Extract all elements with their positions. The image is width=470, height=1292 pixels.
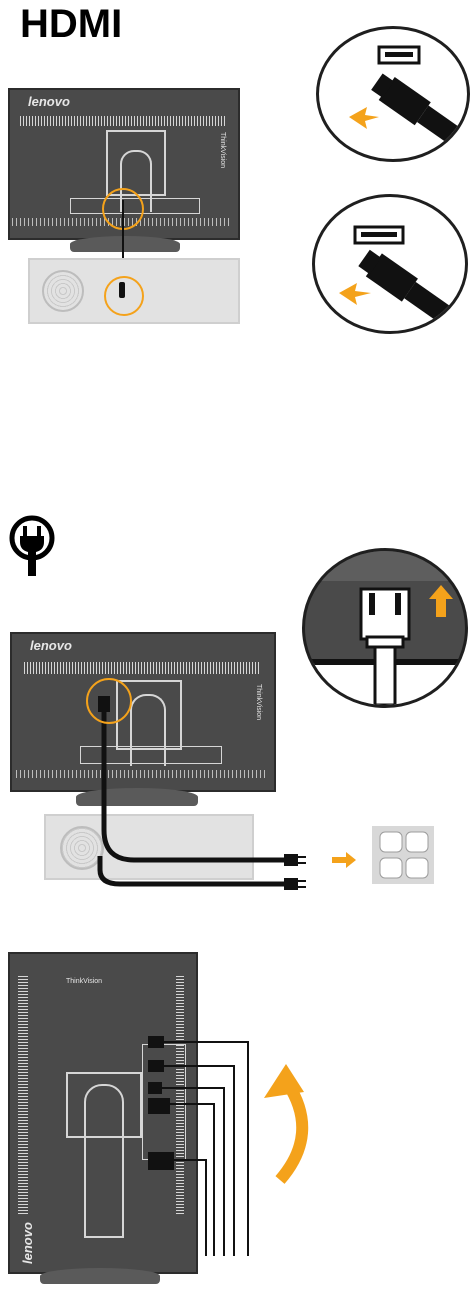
fan-grille-icon	[42, 270, 84, 312]
insert-arrow-icon	[339, 283, 371, 305]
port-panel	[80, 746, 222, 764]
vent-grille	[20, 116, 226, 126]
hdmi-title: HDMI	[20, 2, 123, 46]
fan-grille-icon	[60, 826, 104, 870]
hdmi-cable	[122, 200, 124, 284]
power-zoom	[302, 548, 468, 708]
arrow-right-icon	[332, 852, 356, 873]
power-plug-icon	[8, 514, 56, 583]
stand-neck	[120, 150, 152, 212]
vent-grille	[24, 662, 260, 674]
monitor-logo: lenovo	[30, 638, 72, 653]
vent-grille	[18, 974, 28, 1214]
wall-outlet-icon	[372, 826, 434, 884]
arrow-up-icon	[429, 585, 453, 617]
power-connector-zoom	[305, 551, 465, 705]
insert-arrow-icon	[349, 107, 379, 129]
stand-base-hdmi	[70, 236, 180, 252]
hdmi-zoom-pc	[312, 194, 468, 334]
signal-cables	[148, 1036, 249, 1256]
power-cables	[97, 696, 306, 890]
hdmi-connector-zoom-1	[349, 45, 467, 151]
stand-base-portrait	[40, 1268, 160, 1284]
stand-neck	[84, 1084, 124, 1238]
pc-port-highlight	[104, 276, 144, 316]
monitor-brand-portrait: ThinkVision	[66, 978, 103, 985]
vent-grille-right	[176, 974, 184, 1214]
power-port-highlight	[86, 678, 132, 724]
computer-back-power	[44, 814, 254, 880]
stand-mount	[66, 1072, 142, 1138]
monitor-back-power: lenovo ThinkVision	[10, 632, 276, 792]
monitor-brand: ThinkVision	[219, 132, 226, 169]
hdmi-zoom-monitor	[316, 26, 470, 162]
stand-neck	[130, 694, 166, 766]
monitor-logo: lenovo	[20, 1222, 35, 1264]
monitor-logo: lenovo	[28, 94, 70, 109]
hdmi-plug-pc	[119, 282, 125, 298]
bottom-edge	[16, 770, 266, 778]
hdmi-connector-zoom-2	[339, 225, 465, 331]
curved-arrow-icon	[262, 1064, 322, 1189]
